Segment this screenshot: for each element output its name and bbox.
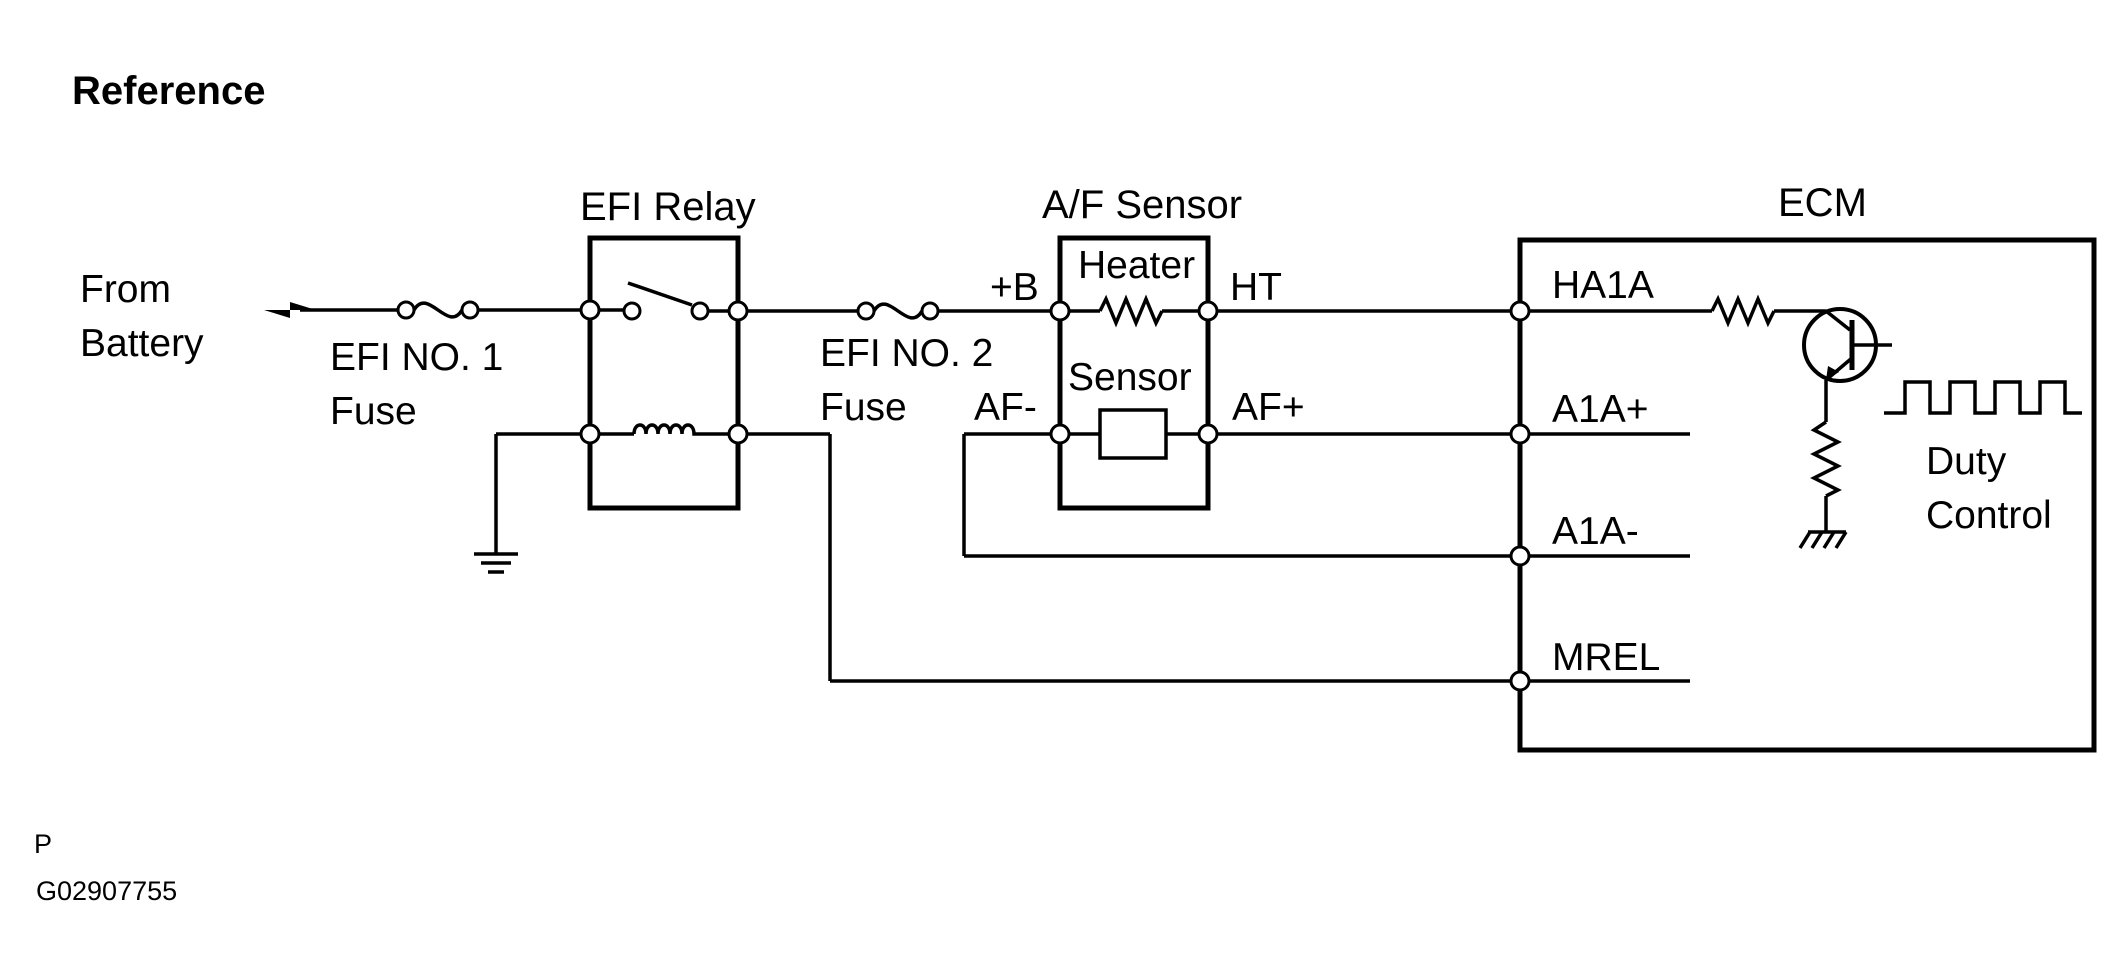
ecm-node-a1a-minus — [1509, 545, 1531, 567]
efi-relay-box — [587, 235, 741, 511]
wire-afminus-a1aminus — [962, 432, 1511, 558]
efi-no2-fuse-label-line2: Fuse — [820, 386, 907, 429]
relay-node-switch-in — [579, 299, 601, 321]
reference-heading: Reference — [72, 69, 265, 113]
battery-label-line2: Battery — [80, 322, 204, 365]
duty-control-label-line2: Control — [1926, 494, 2052, 537]
sensor-label: Sensor — [1068, 356, 1192, 399]
emitter-resistor-icon — [1810, 380, 1842, 532]
ecm-terminal-label: A1A+ — [1552, 388, 1649, 431]
efi-no1-fuse-label-line1: EFI NO. 1 — [330, 336, 503, 379]
efi-no1-fuse-symbol — [396, 300, 480, 320]
transistor-icon — [1802, 307, 1892, 383]
af-sensor-title: A/F Sensor — [1042, 183, 1242, 227]
ecm-node-ha1a — [1509, 300, 1531, 322]
af-sensor-box — [1057, 235, 1211, 511]
efi-relay-coil-icon — [590, 423, 738, 436]
chassis-ground-icon — [1798, 530, 1848, 549]
battery-label-line1: From — [80, 268, 171, 311]
figure-id: G02907755 — [36, 876, 177, 906]
plus-b-label: +B — [990, 266, 1039, 309]
relay-node-switch-out — [727, 300, 749, 322]
ecm-terminal-label: A1A- — [1552, 510, 1639, 553]
heater-label: Heater — [1078, 244, 1195, 287]
ecm-node-mrel — [1509, 670, 1531, 692]
efi-relay-title: EFI Relay — [580, 185, 756, 229]
relay-node-coil-mrel — [727, 423, 749, 445]
ecm-terminal-label: HA1A — [1552, 264, 1654, 307]
ecm-terminal-label: MREL — [1552, 636, 1660, 679]
af-plus-label: AF+ — [1232, 386, 1305, 429]
ht-label: HT — [1230, 266, 1282, 309]
relay-node-coil-ground — [579, 423, 601, 445]
duty-waveform-icon — [1884, 380, 2082, 415]
duty-control-label-line1: Duty — [1926, 440, 2007, 483]
sensor-element-icon — [1060, 408, 1208, 460]
page-mark: P — [34, 829, 52, 859]
ecm-base-resistor-icon — [1529, 294, 1826, 328]
heater-resistor-icon — [1060, 294, 1208, 328]
efi-no1-fuse-label-line2: Fuse — [330, 390, 417, 433]
battery-input: From Battery — [80, 268, 316, 365]
ground-icon — [474, 432, 581, 574]
efi-no2-fuse-label-line1: EFI NO. 2 — [820, 332, 993, 375]
battery-arrow-icon — [264, 302, 316, 318]
af-minus-label: AF- — [974, 386, 1037, 429]
ecm-title: ECM — [1778, 181, 1867, 225]
ecm-box — [1517, 237, 2097, 753]
efi-no2-fuse-symbol — [856, 301, 940, 321]
sensor-node-ht — [1197, 300, 1219, 322]
sensor-node-plus-b — [1049, 300, 1071, 322]
ecm-node-a1a-plus — [1509, 423, 1531, 445]
sensor-node-af-minus — [1049, 423, 1071, 445]
sensor-node-af-plus — [1197, 423, 1219, 445]
efi-relay-switch-icon — [590, 281, 738, 321]
